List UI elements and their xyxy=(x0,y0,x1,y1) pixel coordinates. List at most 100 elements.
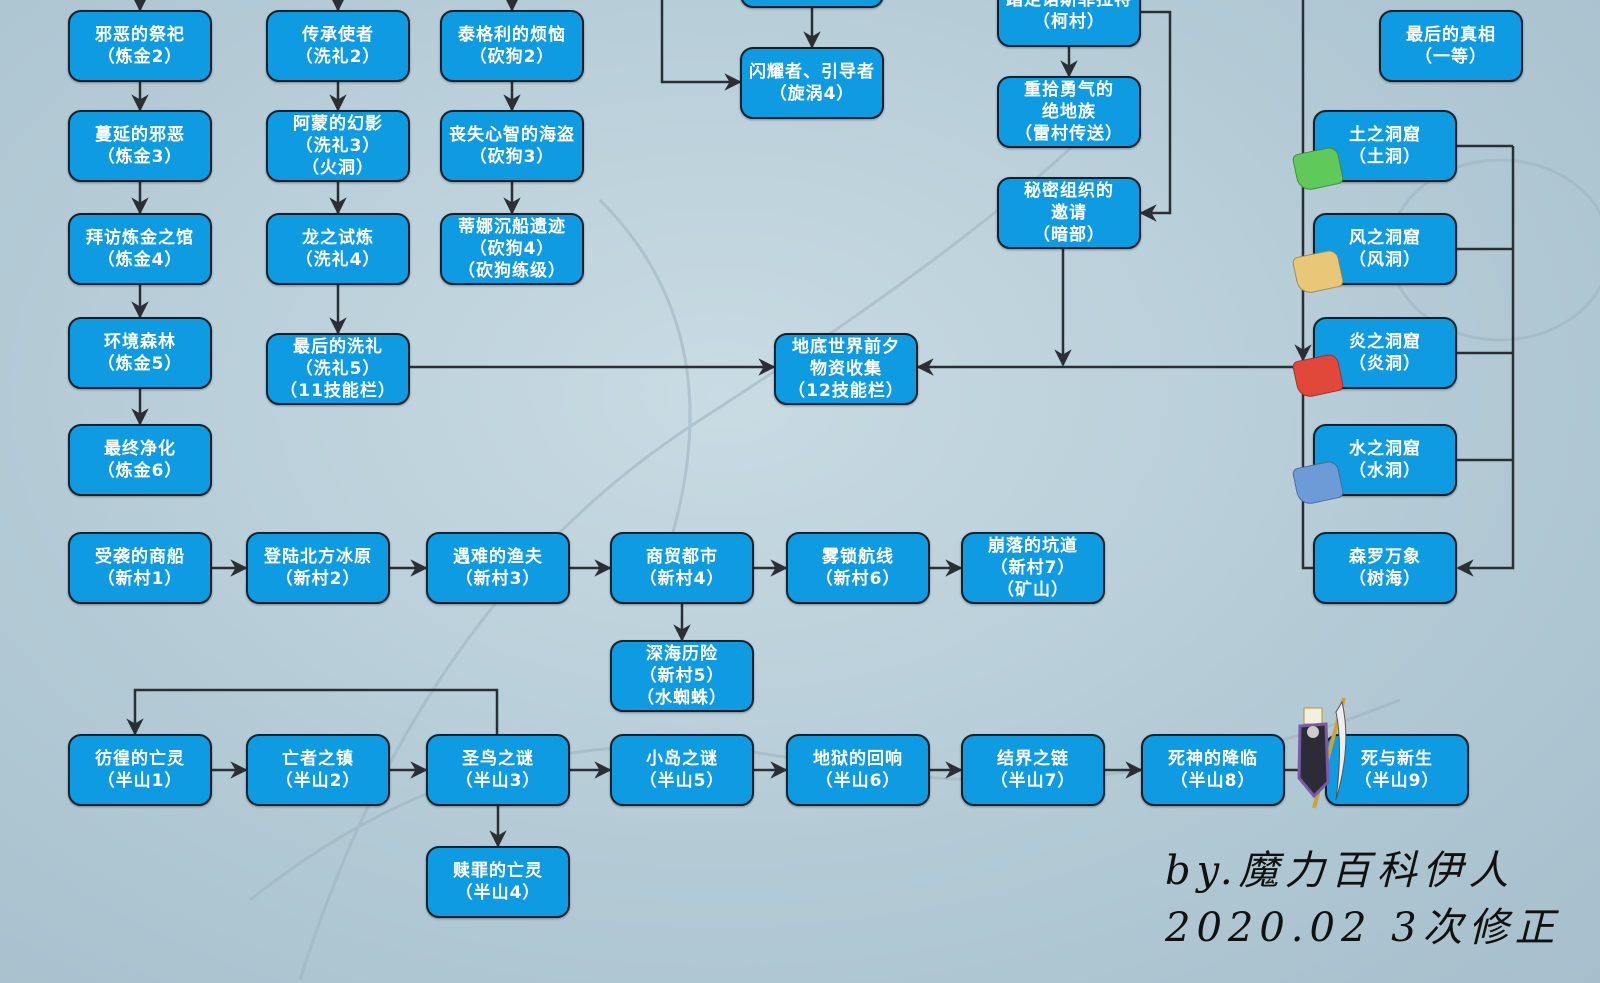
quest-node-bap2[interactable]: 传承使者（洗礼2） xyxy=(266,10,410,82)
quest-node-label: （树海） xyxy=(1349,569,1421,589)
quest-node-label: （半山4） xyxy=(455,883,541,903)
quest-node-label: 小岛之谜 xyxy=(646,749,718,769)
quest-node-label: 赎罪的亡灵 xyxy=(453,861,543,881)
quest-node-label: 重拾勇气的 xyxy=(1024,80,1114,100)
quest-node-label: 蔓延的邪恶 xyxy=(95,125,185,145)
quest-node-label: （炼金4） xyxy=(97,250,183,270)
quest-node-label: （炼金5） xyxy=(97,354,183,374)
quest-node-label: 深海历险 xyxy=(646,644,718,664)
quest-node-dog2[interactable]: 泰格利的烦恼（砍狗2） xyxy=(440,10,584,82)
quest-node-kecun[interactable]: 踏足诺斯菲拉特（柯村） xyxy=(997,0,1141,47)
quest-node-label: 受袭的商船 xyxy=(95,547,185,567)
quest-node-label: （半山1） xyxy=(97,771,183,791)
quest-node-label: （风洞） xyxy=(1349,250,1421,270)
quest-node-label: （砍狗4） xyxy=(469,239,555,259)
quest-node-label: （水蜘蛛） xyxy=(637,688,727,708)
quest-node-forest[interactable]: 森罗万象（树海） xyxy=(1313,532,1457,604)
quest-node-label: 亡者之镇 xyxy=(282,749,354,769)
quest-node-label: 最终净化 xyxy=(104,439,176,459)
quest-node-v4[interactable]: 商贸都市（新村4） xyxy=(610,532,754,604)
quest-node-label: （雷村传送） xyxy=(1015,124,1123,144)
quest-node-label: 地狱的回响 xyxy=(813,749,903,769)
quest-node-label: 阿蒙的幻影 xyxy=(293,114,383,134)
quest-node-h6[interactable]: 地狱的回响（半山6） xyxy=(786,734,930,806)
date-revision: 2020.02 3次修正 xyxy=(1165,905,1561,951)
quest-node-alch4[interactable]: 拜访炼金之馆（炼金4） xyxy=(68,213,212,285)
quest-node-h1[interactable]: 彷徨的亡灵（半山1） xyxy=(68,734,212,806)
quest-node-label: （新村7） xyxy=(990,558,1076,578)
quest-node-label: 商贸都市 xyxy=(646,547,718,567)
quest-node-label: （砍狗3） xyxy=(469,147,555,167)
quest-node-v1[interactable]: 受袭的商船（新村1） xyxy=(68,532,212,604)
quest-node-h3[interactable]: 圣鸟之谜（半山3） xyxy=(426,734,570,806)
quest-node-label: （半山2） xyxy=(275,771,361,791)
quest-node-h7[interactable]: 结界之链（半山7） xyxy=(961,734,1105,806)
quest-node-label: （半山8） xyxy=(1170,771,1256,791)
quest-node-dog4[interactable]: 蒂娜沉船遗迹（砍狗4）（砍狗练级） xyxy=(440,213,584,285)
quest-node-v6[interactable]: 雾锁航线（新村6） xyxy=(786,532,930,604)
quest-node-label: （炼金2） xyxy=(97,47,183,67)
quest-node-label: 绝地族 xyxy=(1042,102,1096,122)
quest-node-label: 遇难的渔夫 xyxy=(453,547,543,567)
quest-node-vortex3[interactable]: （破晓） xyxy=(740,0,884,8)
quest-node-h9[interactable]: 死与新生（半山9） xyxy=(1325,734,1469,806)
quest-node-label: （新村1） xyxy=(97,569,183,589)
quest-node-label: （一等） xyxy=(1415,47,1487,67)
quest-node-label: （旋涡4） xyxy=(769,84,855,104)
quest-node-label: 蒂娜沉船遗迹 xyxy=(458,217,566,237)
quest-node-label: （半山5） xyxy=(639,771,725,791)
quest-node-label: （新村5） xyxy=(639,666,725,686)
quest-node-anbu[interactable]: 秘密组织的邀请（暗部） xyxy=(997,177,1141,249)
quest-node-h8[interactable]: 死神的降临（半山8） xyxy=(1141,734,1285,806)
quest-node-label: （11技能栏） xyxy=(280,381,396,401)
author-signature: by.魔力百科伊人 xyxy=(1165,848,1515,894)
quest-node-h4[interactable]: 赎罪的亡灵（半山4） xyxy=(426,846,570,918)
quest-node-label: 地底世界前夕 xyxy=(792,337,900,357)
quest-node-label: 闪耀者、引导者 xyxy=(749,62,875,82)
quest-node-leicun[interactable]: 重拾勇气的绝地族（雷村传送） xyxy=(997,76,1141,148)
quest-node-label: （炼金6） xyxy=(97,461,183,481)
quest-node-h2[interactable]: 亡者之镇（半山2） xyxy=(246,734,390,806)
quest-node-label: （暗部） xyxy=(1033,225,1105,245)
quest-node-vortex4[interactable]: 闪耀者、引导者（旋涡4） xyxy=(740,47,884,119)
quest-node-alch6[interactable]: 最终净化（炼金6） xyxy=(68,424,212,496)
quest-node-label: 最后的洗礼 xyxy=(293,337,383,357)
quest-node-alch2[interactable]: 邪恶的祭祀（炼金2） xyxy=(68,10,212,82)
quest-node-under[interactable]: 地底世界前夕物资收集（12技能栏） xyxy=(774,333,918,405)
quest-node-label: （炼金3） xyxy=(97,147,183,167)
quest-node-label: （水洞） xyxy=(1349,461,1421,481)
quest-node-label: （砍狗练级） xyxy=(458,261,566,281)
quest-node-dog3[interactable]: 丧失心智的海盗（砍狗3） xyxy=(440,110,584,182)
quest-node-h5[interactable]: 小岛之谜（半山5） xyxy=(610,734,754,806)
quest-node-label: 物资收集 xyxy=(810,359,882,379)
quest-node-label: （火洞） xyxy=(302,158,374,178)
quest-node-bap3[interactable]: 阿蒙的幻影（洗礼3）（火洞） xyxy=(266,110,410,182)
quest-node-v5[interactable]: 深海历险（新村5）（水蜘蛛） xyxy=(610,640,754,712)
connector-arrow xyxy=(1301,367,1313,570)
quest-node-label: 死神的降临 xyxy=(1168,749,1258,769)
connector-arrow xyxy=(660,0,742,91)
quest-node-label: （新村4） xyxy=(639,569,725,589)
quest-node-label: （半山6） xyxy=(815,771,901,791)
quest-node-alch3[interactable]: 蔓延的邪恶（炼金3） xyxy=(68,110,212,182)
quest-node-label: 炎之洞窟 xyxy=(1349,332,1421,352)
quest-node-alch5[interactable]: 环境森林（炼金5） xyxy=(68,317,212,389)
quest-node-v2[interactable]: 登陆北方冰原（新村2） xyxy=(246,532,390,604)
quest-node-v3[interactable]: 遇难的渔夫（新村3） xyxy=(426,532,570,604)
quest-node-truth[interactable]: 最后的真相（一等） xyxy=(1379,10,1523,82)
quest-node-v7[interactable]: 崩落的坑道（新村7）（矿山） xyxy=(961,532,1105,604)
quest-node-bap5[interactable]: 最后的洗礼（洗礼5）（11技能栏） xyxy=(266,333,410,405)
quest-node-label: 最后的真相 xyxy=(1406,25,1496,45)
quest-node-label: 风之洞窟 xyxy=(1349,228,1421,248)
quest-node-label: 水之洞窟 xyxy=(1349,439,1421,459)
quest-node-label: （新村6） xyxy=(815,569,901,589)
quest-node-bap4[interactable]: 龙之试炼（洗礼4） xyxy=(266,213,410,285)
quest-node-label: 登陆北方冰原 xyxy=(264,547,372,567)
quest-node-label: 邀请 xyxy=(1051,203,1087,223)
quest-node-label: 彷徨的亡灵 xyxy=(95,749,185,769)
quest-node-label: （砍狗2） xyxy=(469,47,555,67)
quest-node-label: （半山9） xyxy=(1354,771,1440,791)
quest-node-label: 秘密组织的 xyxy=(1024,181,1114,201)
quest-node-label: （新村3） xyxy=(455,569,541,589)
